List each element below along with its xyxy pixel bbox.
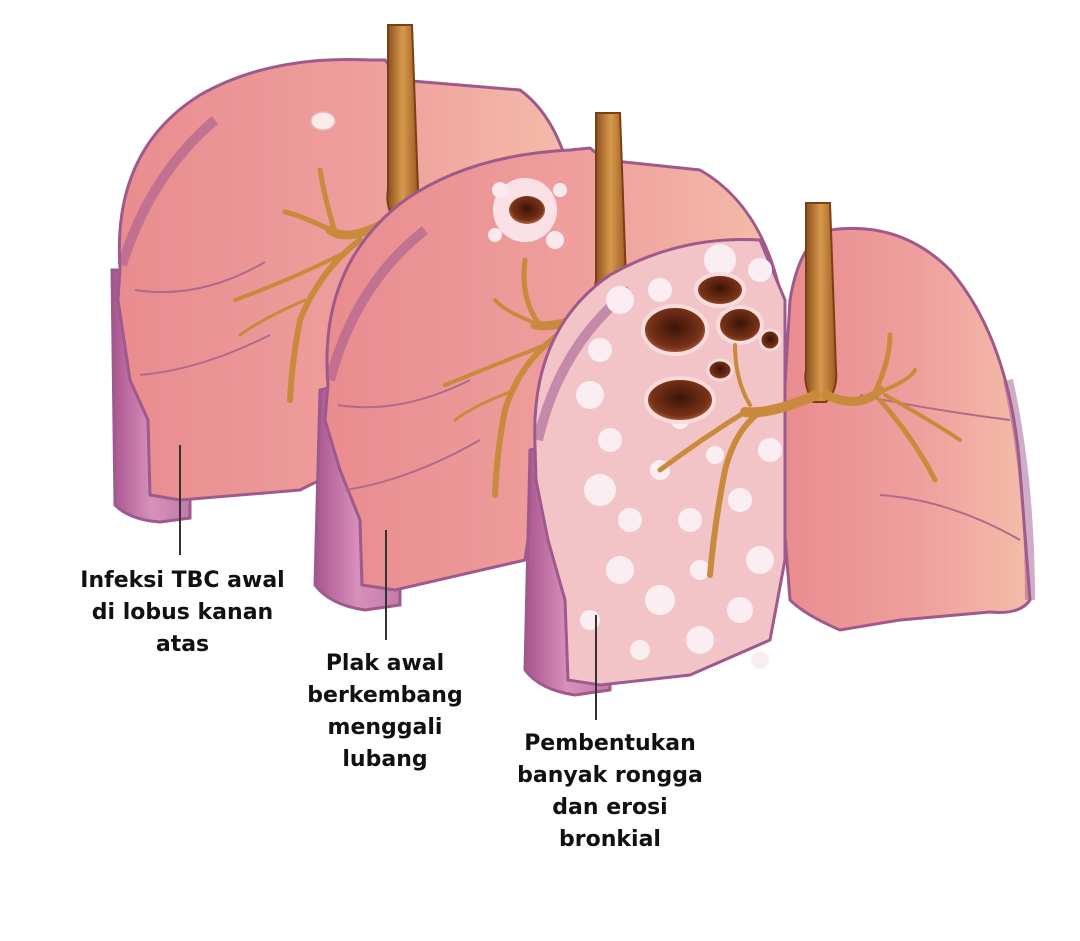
stage-3-lung (523, 202, 1035, 697)
stage-3-caption-line-2: banyak rongga (517, 763, 703, 788)
stage-3-caption-line-1: Pembentukan (524, 731, 696, 756)
stage-1-caption-line-1: Infeksi TBC awal (80, 568, 285, 593)
stage-3-trachea (804, 202, 838, 403)
stage-1-bronchial-tree (233, 167, 403, 403)
stage-2-caption-line-1: Plak awal (325, 651, 445, 676)
stage-3-cavities (641, 272, 782, 424)
stage-3-bronchial-tree (657, 332, 962, 578)
stage-1-caption: Infeksi TBC awal di lobus kanan atas (40, 565, 325, 661)
stage-2-plaque-cavity (488, 178, 567, 249)
stage-2-caption: Plak awal berkembang menggali lubang (280, 648, 490, 776)
stage-1-caption-line-3: atas (155, 632, 210, 657)
stage-1-caption-line-2: di lobus kanan (91, 600, 274, 625)
stage-2-caption-line-3: menggali (327, 715, 443, 740)
stage-3-caption-line-3: dan erosi (552, 795, 668, 820)
stage-2-caption-line-2: berkembang (307, 683, 463, 708)
stage-3-caption-line-4: bronkial (559, 827, 661, 852)
stage-1-trachea (386, 24, 420, 223)
stage-3-caption: Pembentukan banyak rongga dan erosi bron… (490, 728, 730, 856)
stage-2-caption-line-4: lubang (342, 747, 428, 772)
stage-1-initial-lesion (310, 111, 336, 131)
